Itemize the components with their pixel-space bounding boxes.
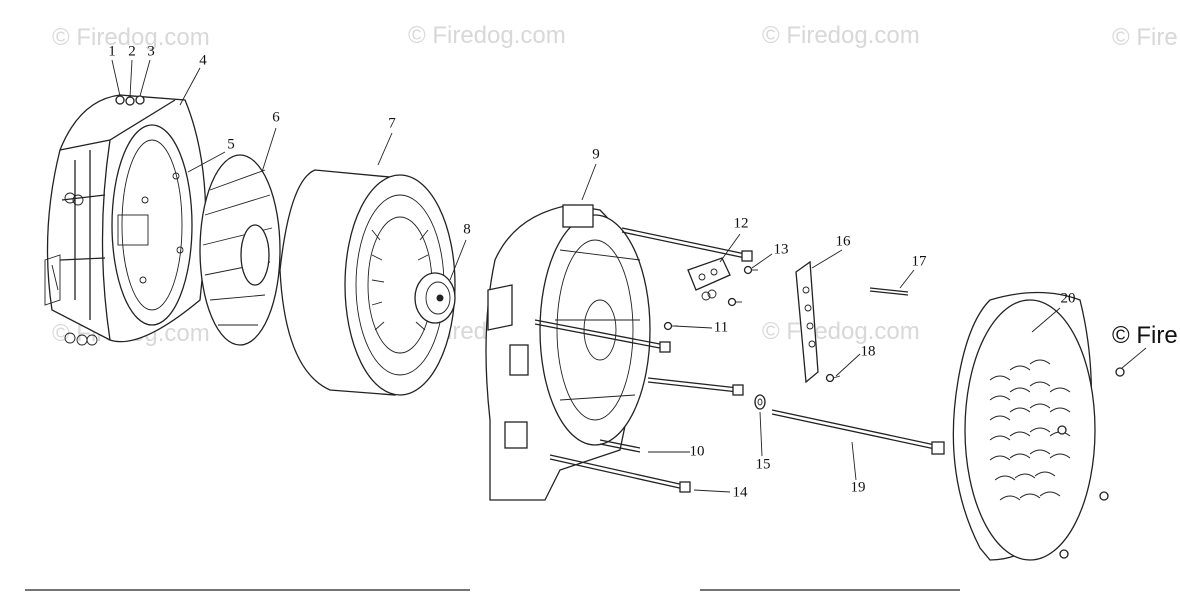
callout-16: 16 xyxy=(835,233,851,250)
end-cover xyxy=(952,291,1125,561)
callout-11: 11 xyxy=(713,319,729,336)
callout-10: 10 xyxy=(689,443,705,460)
brush-holder xyxy=(687,257,731,301)
screw-18 xyxy=(825,373,841,383)
callout-5: 5 xyxy=(227,136,235,153)
screws xyxy=(663,265,758,331)
callout-20: 20 xyxy=(1060,290,1076,307)
nuts-1-2-3 xyxy=(115,95,145,106)
leader-lines xyxy=(111,59,1147,493)
terminal-plate xyxy=(795,260,819,384)
callout-14: 14 xyxy=(732,484,748,501)
callout-3: 3 xyxy=(147,43,155,60)
watermark-dark: © Fire xyxy=(1112,322,1178,349)
stator xyxy=(279,169,456,396)
callout-8: 8 xyxy=(463,221,471,238)
callout-19: 19 xyxy=(850,479,866,496)
callout-9: 9 xyxy=(592,146,600,163)
through-bolt xyxy=(771,409,945,455)
callout-12: 12 xyxy=(733,215,749,232)
callout-1: 1 xyxy=(108,43,116,60)
fan xyxy=(199,154,281,346)
front-housing xyxy=(485,204,651,501)
callout-18: 18 xyxy=(860,343,876,360)
callout-7: 7 xyxy=(388,115,396,132)
callout-17: 17 xyxy=(911,253,927,270)
pulley xyxy=(414,272,456,324)
pin xyxy=(869,287,909,296)
tie-rods xyxy=(534,227,753,493)
washer xyxy=(754,394,766,410)
callout-4: 4 xyxy=(199,52,207,69)
callout-15: 15 xyxy=(755,456,771,473)
callout-2: 2 xyxy=(128,43,136,60)
callout-6: 6 xyxy=(272,109,280,126)
rear-housing xyxy=(44,94,207,346)
callout-13: 13 xyxy=(773,241,789,258)
